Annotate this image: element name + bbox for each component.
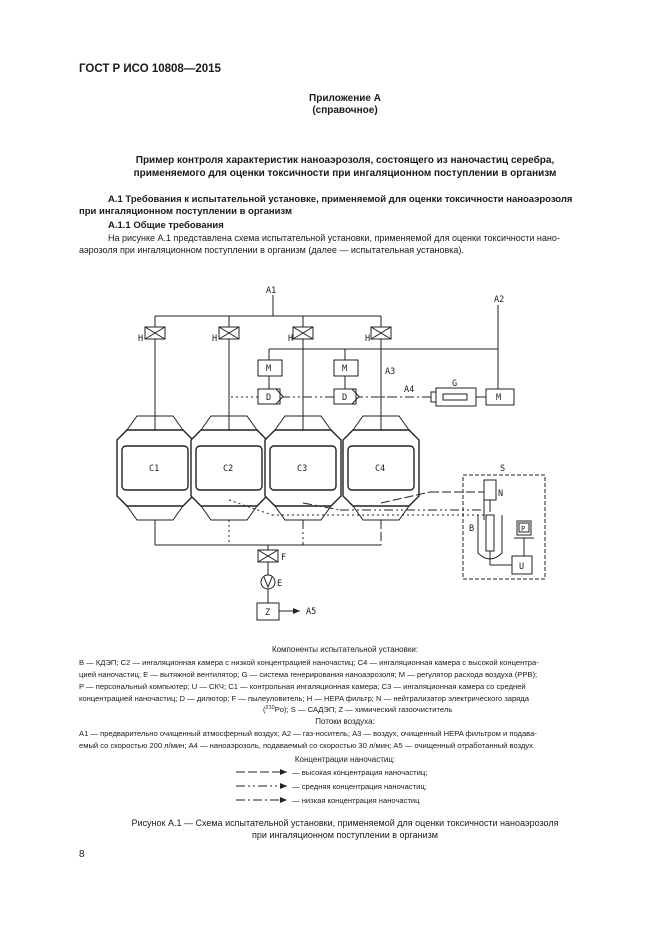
label-h: H <box>365 334 370 344</box>
setup-diagram <box>116 295 546 621</box>
legend-item-high: — высокая концентрация наночастиц; <box>236 768 427 777</box>
label-h: H <box>288 334 293 344</box>
legend-label-low: — низкая концентрация наночастиц <box>292 796 420 805</box>
label-b: B <box>469 524 474 534</box>
flows-line: емый со скоростью 200 л/мин; A4 — наноаэ… <box>79 741 535 750</box>
label-z: Z <box>265 608 270 618</box>
diagram-labels: A1 A2 A3 A4 A5 H H H H M M M D D G S N B… <box>138 286 525 618</box>
components-line-last: (210Po); S — САДЭП; Z — химический газоо… <box>263 705 452 714</box>
components-line: P — персональный компьютер; U — СКЧ; C1 … <box>79 682 526 691</box>
label-a4: A4 <box>404 385 414 395</box>
annex-note: (справочное) <box>312 105 377 116</box>
body-line-2: аэрозоля при ингаляционном поступлении в… <box>79 245 464 255</box>
body-line-1: На рисунке А.1 представлена схема испыта… <box>108 233 560 243</box>
legend-label-high: — высокая концентрация наночастиц; <box>292 768 427 777</box>
label-g: G <box>452 379 457 389</box>
page-number: 8 <box>79 849 85 860</box>
doc-code: ГОСТ Р ИСО 10808—2015 <box>79 63 222 75</box>
components-line: B — КДЭП; C2 — ингаляционная камера с ни… <box>79 658 539 667</box>
heading-line-1: Пример контроля характеристик наноаэрозо… <box>136 154 555 166</box>
legend-item-low: — низкая концентрация наночастиц <box>236 796 420 805</box>
label-e: E <box>277 579 282 589</box>
label-a3: A3 <box>385 367 395 377</box>
label-c4: C4 <box>375 464 385 474</box>
label-a5: A5 <box>306 607 316 617</box>
label-a1: A1 <box>266 286 276 296</box>
label-s: S <box>500 464 505 474</box>
label-u: U <box>519 562 524 572</box>
label-h: H <box>212 334 217 344</box>
section-a1-line-2: при ингаляционном поступлении в организм <box>79 206 292 217</box>
label-f: F <box>281 553 286 563</box>
label-c1: C1 <box>149 464 159 474</box>
legend-label-medium: — средняя концентрация наночастиц; <box>292 782 427 791</box>
label-m: M <box>342 364 347 374</box>
flows-title: Потоки воздуха: <box>315 717 375 726</box>
label-d: D <box>342 393 347 403</box>
hepa-filter <box>218 326 240 340</box>
dust-collector <box>257 549 279 563</box>
label-p: P <box>521 525 525 533</box>
label-m: M <box>496 393 501 403</box>
label-a2: A2 <box>494 295 504 305</box>
components-line: концентрацией наночастиц; D — дилютор; F… <box>79 694 530 703</box>
label-c2: C2 <box>223 464 233 474</box>
hepa-filter <box>292 326 314 340</box>
label-h: H <box>138 334 143 344</box>
heading-line-2: применяемого для оценки токсичности при … <box>134 168 557 179</box>
figure-caption-line-2: при ингаляционном поступлении в организм <box>252 830 438 840</box>
label-n: N <box>498 489 503 499</box>
components-line: цией наночастиц; E — вытяжной вентилятор… <box>79 670 537 679</box>
section-a1-line-1: А.1 Требования к испытательной установке… <box>108 194 572 205</box>
legend-item-medium: — средняя концентрация наночастиц; <box>236 782 427 791</box>
components-title: Компоненты испытательной установки: <box>272 645 418 654</box>
flows-line: A1 — предварительно очищенный атмосферны… <box>79 729 537 738</box>
label-m: M <box>266 364 271 374</box>
label-c3: C3 <box>297 464 307 474</box>
hepa-filter <box>144 326 166 340</box>
annex-title: Приложение А <box>309 93 381 104</box>
section-a11-title: А.1.1 Общие требования <box>108 220 224 231</box>
legend-title: Концентрации наночастиц: <box>295 755 395 764</box>
hepa-filter <box>370 326 392 340</box>
label-d: D <box>266 393 271 403</box>
figure-caption-line-1: Рисунок А.1 — Схема испытательной устано… <box>132 818 559 828</box>
